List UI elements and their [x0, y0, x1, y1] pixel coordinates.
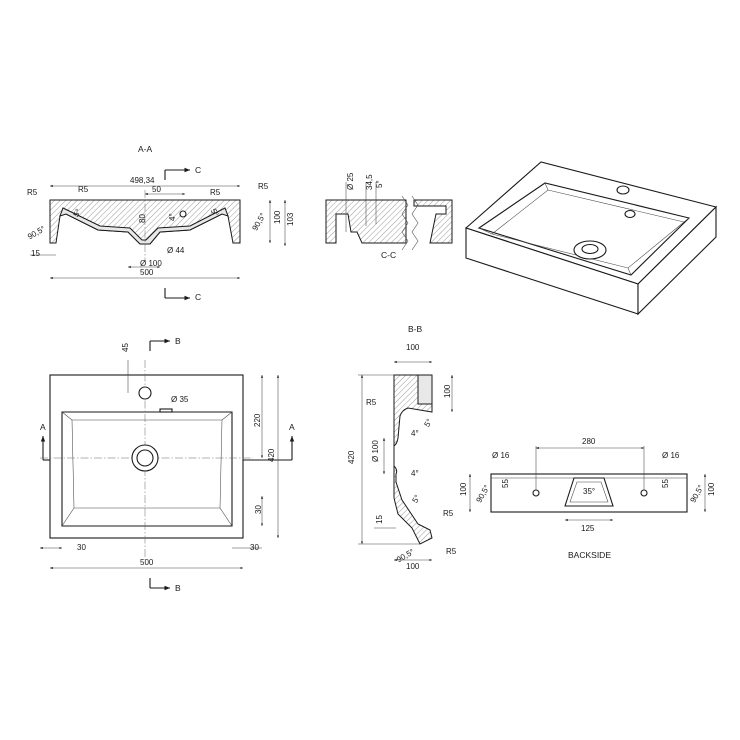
tap-hole-aa: [179, 210, 187, 218]
dim-hole-dia-right: Ø 16: [662, 451, 680, 460]
marker-a-left-label: A: [40, 422, 46, 432]
dim-hole-height-left: 55: [501, 479, 510, 488]
dim-backside-height-left: 100: [459, 482, 468, 496]
dim-top-width: 498,34: [130, 176, 155, 185]
dim-floor-angle: 4°: [168, 213, 177, 221]
break-line-2: [411, 195, 419, 251]
dim-drain-dia: Ø 100: [140, 259, 162, 268]
dim-cc-depth: 34,5: [365, 174, 374, 190]
dim-bb-top-width: 100: [406, 343, 420, 352]
section-marker-a-left: A: [40, 422, 50, 461]
section-marker-c-bottom: C: [164, 288, 201, 302]
dim-outlet-dia: Ø 44: [167, 246, 185, 255]
basin-section-bb-rim: [417, 374, 433, 405]
dim-bb-angle-upper: 4°: [411, 429, 419, 438]
dim-backside-angle-right: 90,5°: [688, 483, 705, 504]
dim-tap-offset: 45: [121, 343, 130, 352]
dim-height-outer: 103: [286, 212, 295, 226]
dim-slot-width: 125: [581, 524, 595, 533]
iso-tap-hole: [616, 185, 630, 195]
dim-bb-height: 420: [347, 450, 356, 464]
dim-bb-back-height: 100: [443, 384, 452, 398]
dim-hole-offset: 50: [152, 185, 161, 194]
dim-radius-a4: R5: [258, 182, 269, 191]
basin-section-cc-right: [413, 199, 453, 244]
marker-a-right-label: A: [289, 422, 295, 432]
dim-backside-height-right: 100: [707, 482, 716, 496]
section-b-b: B-B 420 100 100 Ø 100 R5 4° 4° 5° 5° 15 …: [347, 324, 457, 571]
dim-cc-angle: 5°: [375, 180, 384, 188]
dim-plan-width: 500: [140, 558, 154, 567]
marker-c-top-label: C: [195, 165, 201, 175]
dim-side-wall-left: 30: [77, 543, 86, 552]
iso-drain-inner: [581, 243, 599, 255]
dim-height-inner: 100: [273, 210, 282, 224]
break-line-1: [401, 195, 409, 251]
dim-bb-radius-bottom: R5: [446, 547, 457, 556]
section-title-bb: B-B: [408, 324, 423, 334]
dim-bb-drain-dia: Ø 100: [371, 440, 380, 462]
marker-c-bottom-label: C: [195, 292, 201, 302]
backside-hole-left: [532, 489, 540, 497]
dim-corner-angle-left: 5°: [71, 207, 83, 218]
backside-slot: [564, 477, 614, 507]
section-title-aa: A-A: [138, 144, 153, 154]
section-marker-c-top: C: [164, 165, 201, 180]
dim-overall-depth: 420: [267, 448, 276, 462]
dim-bb-radius-top: R5: [366, 398, 377, 407]
plan-tap-hole: [138, 386, 152, 400]
dim-bb-rim: 15: [375, 515, 384, 524]
section-title-cc: C-C: [381, 250, 396, 260]
plan-view: B B A A 45 Ø 35: [40, 336, 295, 593]
section-a-a: A-A C C 498,34 50 500 Ø 100 Ø 44 80 100: [26, 144, 295, 302]
plan-drain-inner: [136, 449, 154, 467]
dim-hole-height-right: 55: [661, 479, 670, 488]
dim-bb-angle-5: 5°: [422, 417, 434, 428]
backside-view: 280 Ø 16 Ø 16 55 55 35° 125 100 100 90,5…: [459, 437, 716, 560]
dim-hole-dia-left: Ø 16: [492, 451, 510, 460]
dim-bb-bottom-width: 100: [406, 562, 420, 571]
dim-wall-angle-right: 90,5°: [250, 211, 267, 232]
dim-hole-depth: 80: [138, 214, 147, 223]
isometric-view: [464, 161, 718, 316]
section-marker-b-top: B: [149, 336, 181, 351]
dim-cc-hole-dia: Ø 25: [346, 172, 355, 190]
backside-hole-right: [640, 489, 648, 497]
iso-overflow-hole: [624, 209, 636, 219]
dim-depth-to-drain: 220: [253, 413, 262, 427]
section-marker-a-right: A: [243, 422, 295, 461]
dim-radius-a3: R5: [210, 188, 221, 197]
dim-overall-width: 500: [140, 268, 154, 277]
dim-bb-angle-5b: 5°: [410, 493, 422, 504]
dim-front-wall: 30: [254, 505, 263, 514]
marker-b-bottom-label: B: [175, 583, 181, 593]
dim-corner-angle-right: 5°: [209, 207, 221, 218]
section-c-c: Ø 25 34,5 5° C-C: [325, 172, 453, 260]
dim-hole-spacing: 280: [582, 437, 596, 446]
dim-radius-a2: R5: [78, 185, 89, 194]
dim-tap-dia: Ø 35: [171, 395, 189, 404]
basin-section-aa-inner: [59, 207, 229, 245]
dim-radius-a1: R5: [27, 188, 38, 197]
dim-rim: 15: [31, 249, 40, 258]
dim-wall-angle-left: 90,5°: [26, 224, 47, 241]
section-marker-b-bottom: B: [149, 578, 181, 593]
backside-title: BACKSIDE: [568, 550, 611, 560]
dim-slot-angle: 35°: [583, 487, 595, 496]
dim-bb-radius-mid: R5: [443, 509, 454, 518]
dim-bb-angle-lower: 4°: [411, 469, 419, 478]
dim-backside-angle-left: 90,5°: [474, 483, 491, 504]
plan-overflow-slot: [159, 408, 173, 413]
iso-side-face: [637, 205, 717, 316]
marker-b-top-label: B: [175, 336, 181, 346]
dim-side-wall-right: 30: [250, 543, 259, 552]
